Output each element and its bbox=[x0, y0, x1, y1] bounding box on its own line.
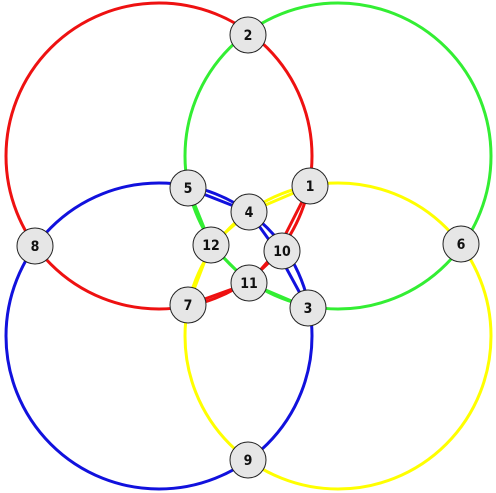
node-10: 10 bbox=[263, 232, 301, 270]
node-5-label: 5 bbox=[184, 181, 193, 197]
node-2-label: 2 bbox=[244, 28, 253, 44]
node-7-label: 7 bbox=[184, 298, 193, 314]
node-12: 12 bbox=[192, 226, 230, 264]
node-6: 6 bbox=[442, 225, 480, 263]
node-9: 9 bbox=[229, 441, 267, 479]
node-10-label: 10 bbox=[273, 244, 291, 260]
node-9-label: 9 bbox=[244, 453, 253, 469]
node-8: 8 bbox=[16, 227, 54, 265]
node-8-label: 8 bbox=[31, 239, 40, 255]
inner-yellow-arc bbox=[186, 184, 311, 306]
node-12-label: 12 bbox=[202, 238, 220, 254]
node-6-label: 6 bbox=[457, 237, 466, 253]
ring-red bbox=[4, 1, 314, 311]
inner-red-arc bbox=[187, 185, 312, 307]
ring-green bbox=[183, 1, 493, 311]
node-3: 3 bbox=[289, 289, 327, 327]
node-4-label: 4 bbox=[245, 205, 254, 221]
node-11-label: 11 bbox=[240, 276, 258, 292]
node-1-label: 1 bbox=[306, 179, 315, 195]
node-2: 2 bbox=[229, 16, 267, 54]
ring-blue bbox=[4, 181, 314, 491]
node-5: 5 bbox=[169, 169, 207, 207]
inner-green-arc bbox=[186, 187, 309, 310]
node-1: 1 bbox=[291, 167, 329, 205]
ring-yellow bbox=[183, 181, 493, 491]
node-11: 11 bbox=[230, 264, 268, 302]
node-7: 7 bbox=[169, 286, 207, 324]
node-4: 4 bbox=[230, 193, 268, 231]
node-3-label: 3 bbox=[304, 301, 313, 317]
inner-blue-arc bbox=[187, 186, 310, 309]
